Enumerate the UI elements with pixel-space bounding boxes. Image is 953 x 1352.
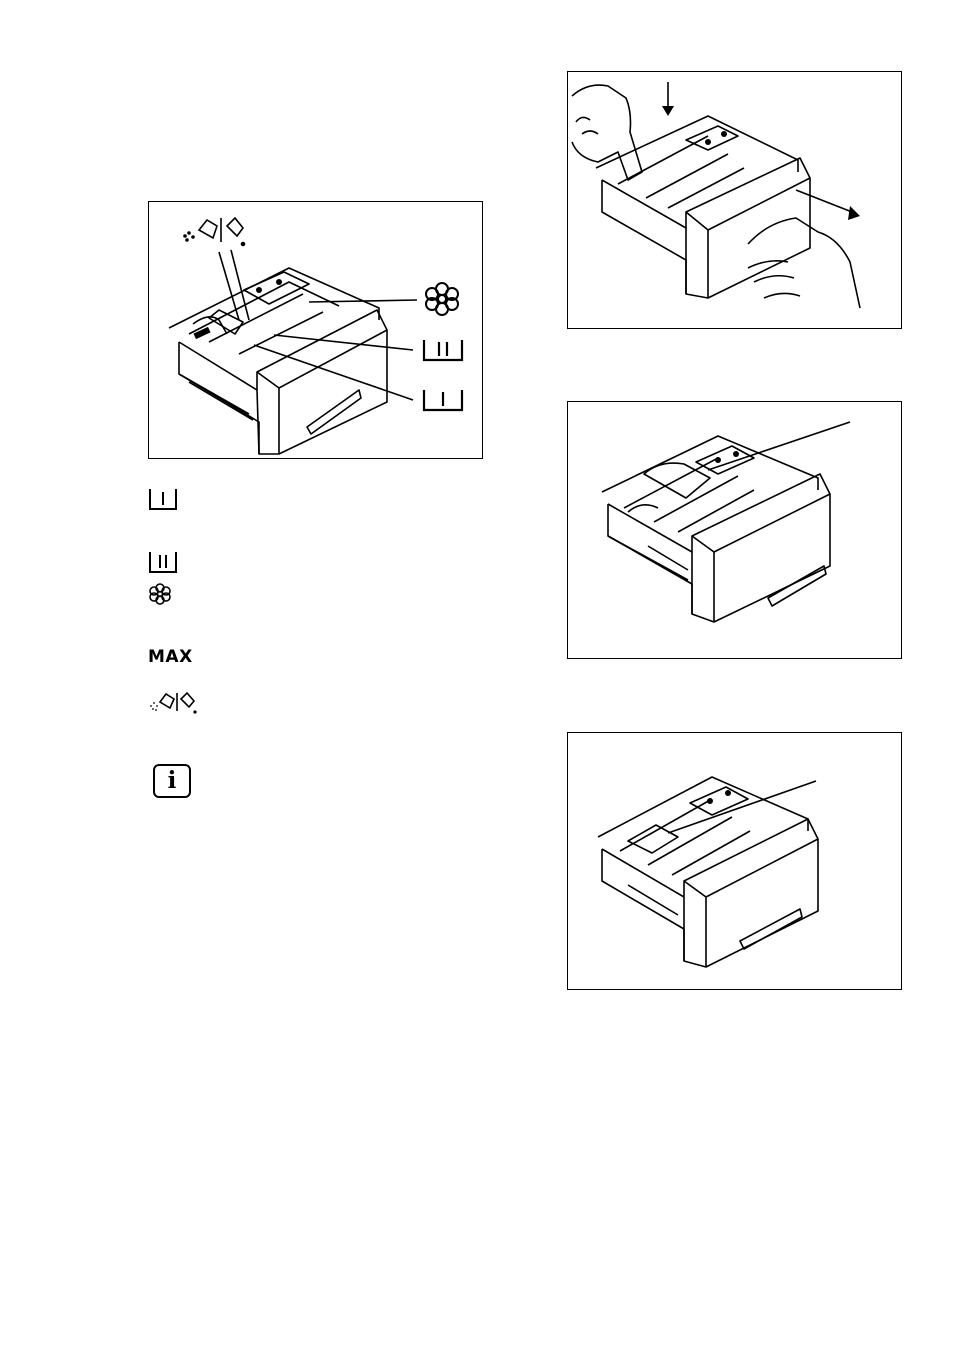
dispenser-drawer-illustration [149, 202, 484, 460]
figure-flap-liquid [567, 732, 902, 990]
figure-dispenser-compartments [148, 201, 483, 459]
max-label: MAX [148, 647, 193, 667]
prewash-legend-icon [148, 487, 178, 511]
figure-remove-drawer [567, 71, 902, 329]
prewash-icon [424, 390, 462, 410]
powder-liquid-symbol-icon [184, 218, 245, 246]
main-wash-legend-icon [148, 550, 178, 574]
flap-powder-illustration [568, 402, 903, 660]
figure-flap-powder [567, 401, 902, 659]
softener-legend-icon [148, 582, 174, 606]
remove-drawer-illustration [568, 72, 903, 330]
softener-flower-icon [426, 283, 458, 315]
powder-liquid-legend-icon [148, 690, 202, 716]
main-wash-icon [424, 340, 462, 360]
info-glyph: i [155, 767, 189, 795]
flap-liquid-illustration [568, 733, 903, 991]
info-icon: i [153, 764, 191, 798]
